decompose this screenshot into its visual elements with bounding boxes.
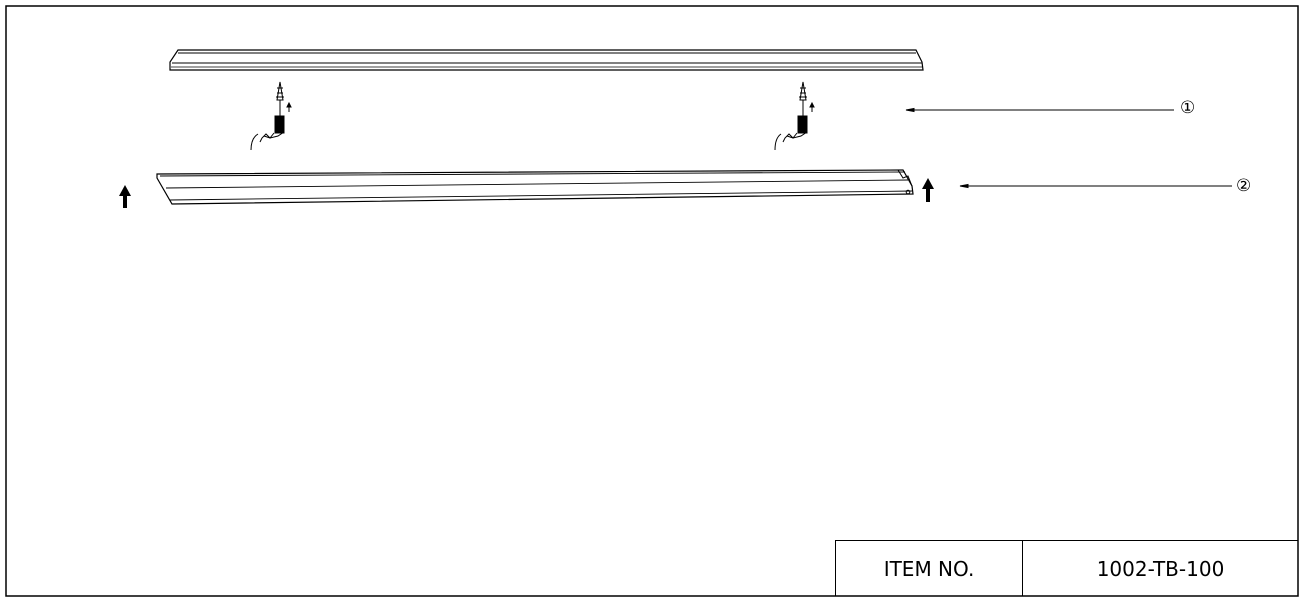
part-1-top-rail [169,49,924,71]
callout-part-2: ② [1236,176,1252,196]
leader-line-2 [959,183,1232,189]
screw-icon [276,81,284,116]
callout-part-1: ① [1180,98,1196,118]
up-arrow-icon [922,178,934,202]
screw-icon [799,81,807,116]
sheet-border [5,5,1299,597]
item-no-label: ITEM NO. [836,541,1023,596]
part-2-bottom-rail [156,169,914,205]
title-block: ITEM NO. 1002-TB-100 [835,540,1298,596]
leader-line-1 [905,107,1174,113]
up-arrow-icon [119,185,131,208]
item-no-value: 1002-TB-100 [1096,556,1225,581]
drill-icon [774,101,815,151]
drill-icon [250,101,292,151]
